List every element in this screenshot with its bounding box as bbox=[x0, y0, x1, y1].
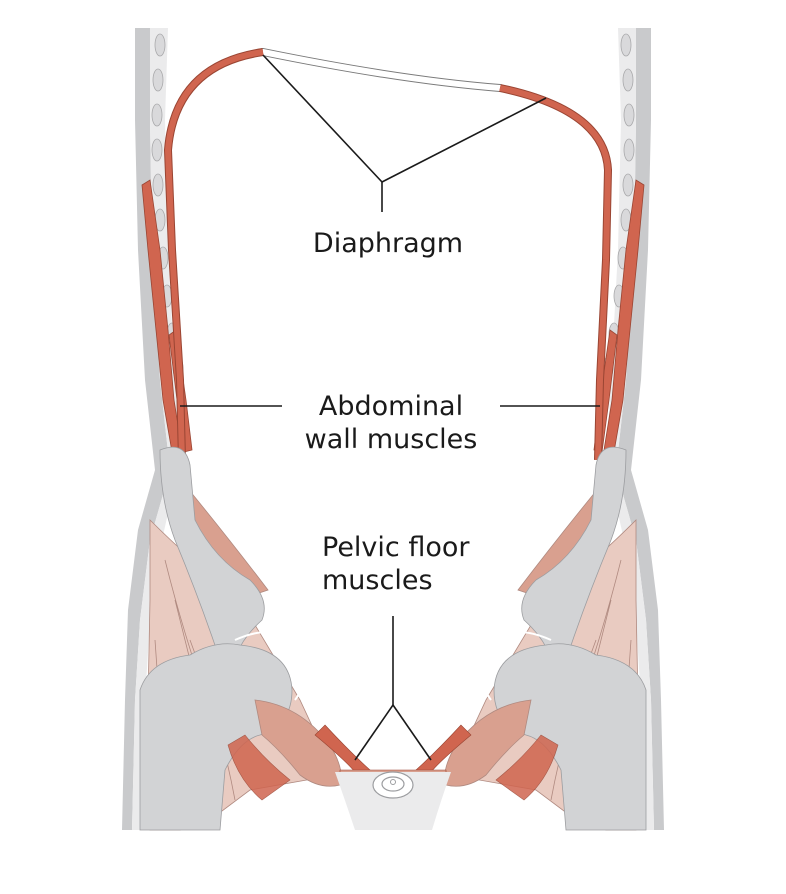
pelvis-left bbox=[139, 446, 342, 831]
pelvic-outlet bbox=[335, 771, 451, 830]
body-wall-right bbox=[606, 28, 664, 830]
pelvic-floor-label-line2: muscles bbox=[322, 565, 433, 596]
abdominal-label-line2: wall muscles bbox=[305, 424, 478, 455]
diaphragm-label: Diaphragm bbox=[313, 228, 463, 259]
pelvic-floor-leader-lines bbox=[354, 616, 432, 761]
diaphragm-leader-lines bbox=[262, 54, 547, 212]
body-wall-left bbox=[122, 28, 180, 830]
pelvis-right bbox=[444, 446, 647, 831]
abdominal-label-line1: Abdominal bbox=[319, 391, 463, 422]
pelvic-floor-label-line1: Pelvic floor bbox=[322, 532, 470, 563]
diaphragm-muscle bbox=[164, 48, 612, 461]
